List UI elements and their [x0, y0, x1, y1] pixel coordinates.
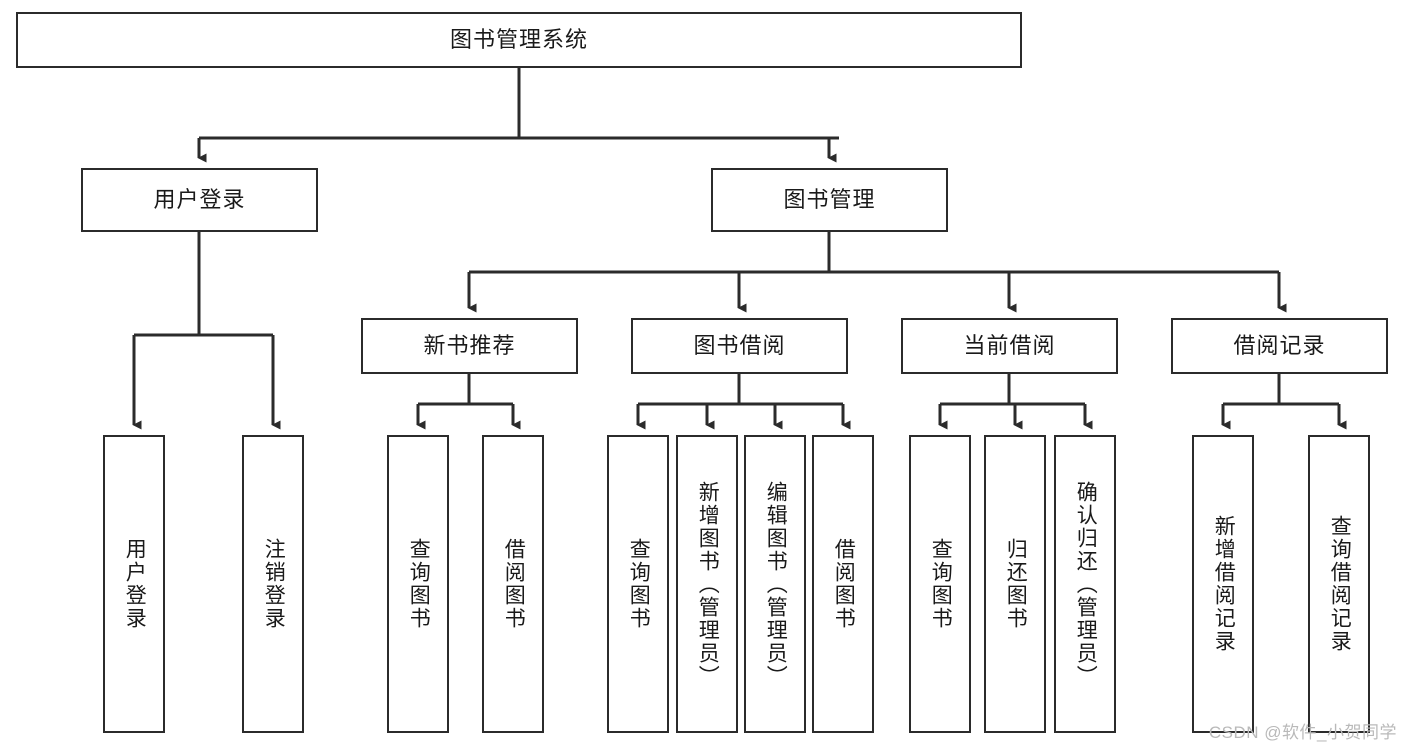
node-label: 借阅图书 [502, 538, 526, 630]
node-label: 借阅记录 [1233, 332, 1326, 358]
node-label: 图书借阅 [693, 332, 786, 358]
node-label: 用户登录 [123, 538, 147, 630]
node-label: 用户登录 [153, 186, 246, 212]
leaf-user-login[interactable]: 用户登录 [103, 435, 165, 733]
node-label: 编辑图书（管理员） [764, 480, 788, 688]
leaf-edit-book-admin[interactable]: 编辑图书（管理员） [744, 435, 806, 733]
node-root-title[interactable]: 图书管理系统 [16, 12, 1022, 68]
leaf-borrow-book-2[interactable]: 借阅图书 [812, 435, 874, 733]
node-label: 借阅图书 [832, 538, 856, 630]
leaf-add-borrow-record[interactable]: 新增借阅记录 [1192, 435, 1254, 733]
leaf-borrow-book-1[interactable]: 借阅图书 [482, 435, 544, 733]
leaf-user-logout[interactable]: 注销登录 [242, 435, 304, 733]
leaf-query-book-1[interactable]: 查询图书 [387, 435, 449, 733]
node-book-manage[interactable]: 图书管理 [711, 168, 948, 232]
leaf-return-book[interactable]: 归还图书 [984, 435, 1046, 733]
leaf-add-book-admin[interactable]: 新增图书（管理员） [676, 435, 738, 733]
node-current-borrow[interactable]: 当前借阅 [901, 318, 1118, 374]
leaf-query-book-2[interactable]: 查询图书 [607, 435, 669, 733]
node-label: 新书推荐 [423, 332, 516, 358]
node-book-borrow[interactable]: 图书借阅 [631, 318, 848, 374]
node-label: 图书管理系统 [449, 26, 588, 52]
node-label: 归还图书 [1004, 538, 1028, 630]
leaf-query-borrow-record[interactable]: 查询借阅记录 [1308, 435, 1370, 733]
leaf-confirm-return-admin[interactable]: 确认归还（管理员） [1054, 435, 1116, 733]
node-label: 查询图书 [407, 538, 431, 630]
node-label: 新增借阅记录 [1212, 515, 1236, 653]
watermark-text: CSDN @软件_小贺同学 [1208, 723, 1397, 742]
node-label: 查询图书 [929, 538, 953, 630]
node-new-book-recommend[interactable]: 新书推荐 [361, 318, 578, 374]
node-label: 注销登录 [262, 538, 286, 630]
node-user-login[interactable]: 用户登录 [81, 168, 318, 232]
node-label: 查询图书 [627, 538, 651, 630]
node-label: 查询借阅记录 [1328, 515, 1352, 653]
node-borrow-record[interactable]: 借阅记录 [1171, 318, 1388, 374]
leaf-query-book-3[interactable]: 查询图书 [909, 435, 971, 733]
node-label: 当前借阅 [963, 332, 1056, 358]
node-label: 确认归还（管理员） [1074, 480, 1098, 688]
node-label: 新增图书（管理员） [696, 480, 720, 688]
node-label: 图书管理 [783, 186, 876, 212]
